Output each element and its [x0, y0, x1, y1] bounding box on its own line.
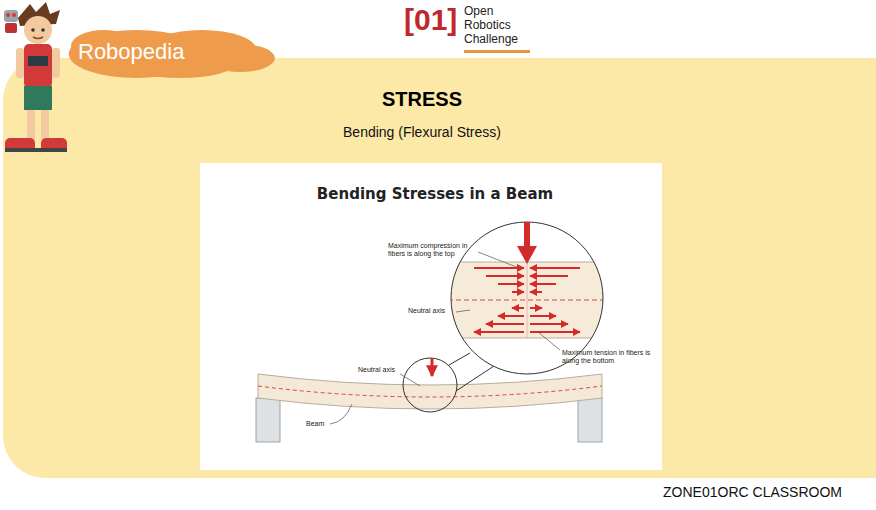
panel: [3, 58, 876, 478]
mascot-boy: [5, 2, 67, 152]
image-card: [200, 163, 662, 470]
stress-arrow: [498, 283, 524, 285]
load-arrow: [431, 358, 434, 376]
callout-text: Neutral axis: [408, 307, 445, 315]
cloud-badge: Robopedia: [60, 24, 276, 80]
stress-arrow: [498, 315, 524, 317]
callout-text: Neutral axis: [358, 366, 395, 374]
leader-line: [330, 404, 352, 424]
zoom-circle: [403, 358, 457, 412]
stress-arrow: [530, 315, 556, 317]
badge-text: Robopedia: [78, 39, 276, 64]
stress-arrow: [530, 307, 542, 309]
load-arrowhead: [517, 246, 537, 264]
leader-line: [456, 310, 470, 312]
support: [578, 398, 602, 442]
logo-text: Open Robotics Challenge: [464, 5, 530, 46]
logo-underline: [464, 50, 530, 53]
callout-text: Maximum tension in fibers is along the b…: [562, 349, 652, 365]
logo-mark: [01]: [404, 3, 457, 38]
figure-title: Bending Stresses in a Beam: [270, 186, 600, 203]
leader-line: [400, 374, 420, 386]
callout-text: Beam: [306, 420, 324, 428]
leader-line: [478, 252, 519, 268]
stress-arrow: [486, 275, 524, 277]
stress-arrow: [530, 283, 556, 285]
leader-line: [538, 332, 560, 350]
neutral-axis-line: [258, 386, 602, 397]
robot-icon: [4, 10, 18, 33]
zoom-line: [449, 353, 470, 365]
footer-text: ZONE01ORC CLASSROOM: [600, 484, 842, 500]
callout-text: Maximum compression in fibers is along t…: [388, 242, 476, 258]
stress-arrow: [530, 331, 580, 333]
stress-arrow: [486, 323, 524, 325]
zoom-line: [456, 366, 494, 391]
stress-arrow: [530, 323, 568, 325]
slide-subtitle: Bending (Flexural Stress): [272, 124, 572, 140]
stress-arrow: [512, 291, 524, 293]
beam: [258, 374, 602, 409]
stress-arrow: [512, 307, 524, 309]
stress-arrow: [474, 331, 524, 333]
support: [256, 398, 280, 442]
stress-arrow: [530, 267, 580, 269]
stress-arrow: [530, 275, 568, 277]
stress-arrow: [530, 291, 542, 293]
slide-title: STRESS: [322, 88, 522, 111]
